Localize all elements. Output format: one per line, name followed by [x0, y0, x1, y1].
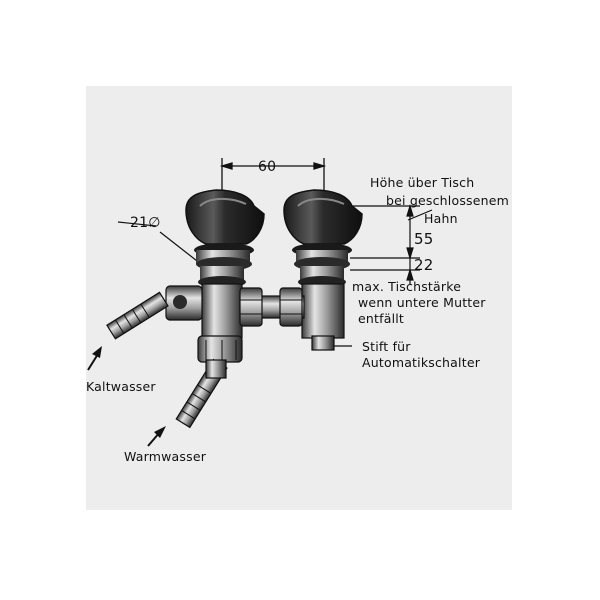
label-tisch-line2: wenn untere Mutter [358, 295, 486, 310]
cold-water-nozzle [106, 291, 169, 340]
label-tisch-line1: max. Tischstärke [352, 279, 462, 294]
dimension-label-60: 60 [258, 159, 277, 175]
right-valve-knob [283, 189, 363, 288]
label-hoehe-line2: bei geschlossenem [386, 193, 510, 208]
arrow-kaltwasser [87, 346, 102, 371]
dimension-55-22 [326, 203, 433, 284]
label-kaltwasser: Kaltwasser [86, 379, 156, 394]
arrow-warmwasser [147, 426, 166, 447]
label-warmwasser: Warmwasser [124, 449, 207, 464]
label-tisch-line3: entfällt [358, 311, 405, 326]
connecting-pipe [239, 287, 305, 327]
label-stift-line2: Automatikschalter [362, 355, 481, 370]
label-stift-line1: Stift für [362, 339, 411, 354]
right-valve-body [301, 283, 345, 351]
label-hoehe-line3: Hahn [424, 211, 458, 226]
dimension-label-21-diameter: 21∅ [130, 215, 161, 231]
left-valve-body [197, 283, 243, 363]
label-hoehe-line1: Höhe über Tisch [370, 175, 475, 190]
dimension-60 [219, 158, 327, 200]
dimension-label-22: 22 [414, 256, 434, 274]
dimension-label-55: 55 [414, 230, 434, 248]
left-valve-knob [185, 189, 265, 288]
left-union-nut [165, 285, 203, 321]
warm-water-stub [205, 359, 227, 379]
